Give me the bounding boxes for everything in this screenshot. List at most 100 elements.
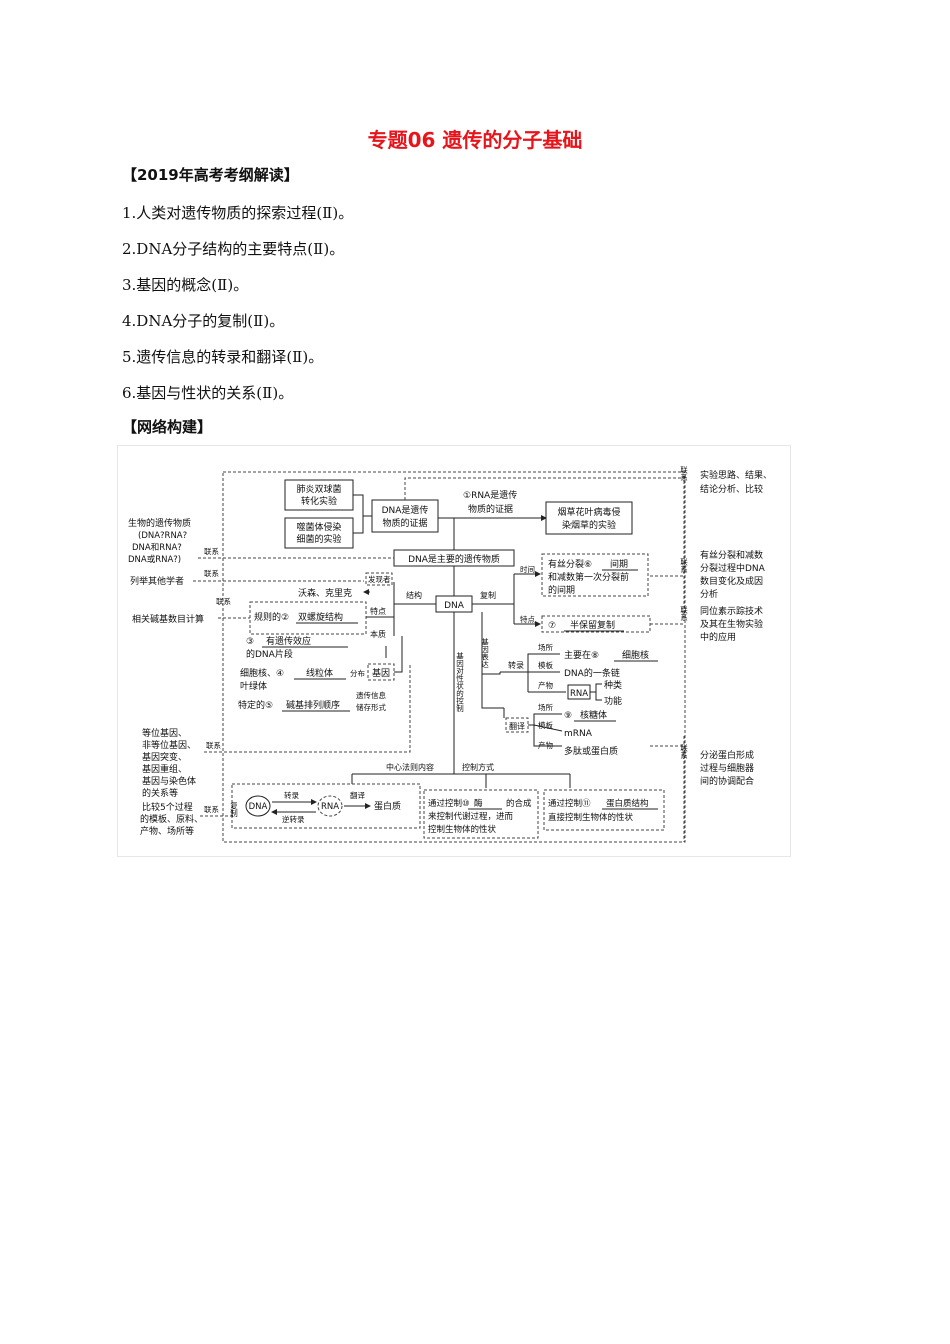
right-isotope-2: 及其在生物实验 xyxy=(700,618,763,630)
struct-text-2: 直接控制生物体的性状 xyxy=(548,812,634,823)
lianxi-label-2: 联系 xyxy=(204,568,219,578)
gene-def-answer: 有遗传效应 xyxy=(266,635,311,647)
translation-box xyxy=(505,717,529,733)
left-compare-3: 产物、场所等 xyxy=(140,825,194,837)
dogma-dna-text: DNA xyxy=(249,802,268,812)
transcribe-label: 转录 xyxy=(284,790,299,800)
ribo-num: ⑨ xyxy=(564,711,572,721)
template2-label: 模板 xyxy=(538,720,553,730)
gene-expr-label: 基因表达 xyxy=(480,637,489,670)
enzyme-text-1b: 的合成 xyxy=(506,798,532,809)
structure-box xyxy=(543,789,665,831)
left-material-2: (DNA?RNA? xyxy=(138,531,187,541)
time-text-1: 有丝分裂⑥ xyxy=(548,558,592,570)
rna-proof-text-2: 物质的证据 xyxy=(468,503,513,515)
feature2-label: 特点 xyxy=(520,614,535,624)
left-gene-6: 的关系等 xyxy=(142,787,178,799)
dna-proof-text-2: 物质的证据 xyxy=(382,517,427,529)
time-label: 时间 xyxy=(520,564,535,574)
right-secretory-1: 分泌蛋白形成 xyxy=(700,749,754,761)
rna-text: RNA xyxy=(570,689,588,699)
syllabus-item-2: 2.DNA分子结构的主要特点(Ⅱ)。 xyxy=(122,240,345,258)
gene-def-num: ③ xyxy=(246,637,254,647)
left-gene-3: 基因突变、 xyxy=(142,751,187,763)
lianxi-label-r1: 联系 xyxy=(679,466,688,482)
loc-text-1: 细胞核、④ xyxy=(240,667,284,679)
transcription-label: 转录 xyxy=(508,660,524,670)
time-text-2: 和减数第一次分裂前 xyxy=(548,571,629,583)
feature-label: 特点 xyxy=(370,606,386,616)
phage-text-2: 细菌的实验 xyxy=(296,533,341,545)
double-helix-text: 规则的② xyxy=(254,611,289,623)
tmv-box xyxy=(545,501,633,535)
right-mitosis-4: 分析 xyxy=(700,588,718,600)
right-isotope-3: 中的应用 xyxy=(700,631,736,643)
nucleus-text: 主要在⑧ xyxy=(564,649,599,661)
enzyme-text-3: 控制生物体的性状 xyxy=(428,824,497,835)
left-material-3: DNA和RNA? xyxy=(132,543,182,553)
syllabus-item-4: 4.DNA分子的复制(Ⅱ)。 xyxy=(122,312,285,330)
translate-label: 翻译 xyxy=(350,791,365,800)
right-secretory-3: 间的协调配合 xyxy=(700,775,754,787)
left-base-calc: 相关碱基数目计算 xyxy=(132,613,204,625)
pneumo-text-2: 转化实验 xyxy=(301,495,337,507)
gene-box xyxy=(367,663,395,681)
site2-label: 场所 xyxy=(538,702,553,712)
lianxi-label-4: 联系 xyxy=(206,740,221,750)
concept-map-diagram: 肺炎双球菌 转化实验 噬菌体侵染 细菌的实验 DNA是遗传 物质的证据 ①RNA… xyxy=(118,446,790,856)
dna-proof-text-1: DNA是遗传 xyxy=(382,504,429,516)
enzyme-box xyxy=(423,789,539,839)
double-helix-box xyxy=(249,601,367,635)
dogma-label: 中心法则内容 xyxy=(386,762,434,772)
loc-answer: 线粒体 xyxy=(306,667,333,679)
dogma-box xyxy=(231,783,421,829)
time-answer: 间期 xyxy=(610,558,628,570)
page-title: 专题06 遗传的分子基础 xyxy=(367,128,583,152)
left-gene-2: 非等位基因、 xyxy=(142,739,196,751)
ribo-answer: 核糖体 xyxy=(580,709,607,721)
func-text: 功能 xyxy=(604,695,622,707)
nucleus-answer: 细胞核 xyxy=(622,649,649,661)
left-material-1: 生物的遗传物质 xyxy=(128,517,191,529)
product-label: 产物 xyxy=(538,680,553,690)
replication-label: 复制 xyxy=(480,590,496,600)
left-gene-5: 基因与染色体 xyxy=(142,775,196,787)
left-scientists: 列举其他学者 xyxy=(130,575,184,587)
tmv-text-1: 烟草花叶病毒侵 xyxy=(557,506,620,518)
discoverer-text: 发现者 xyxy=(368,574,391,584)
dogma-rna-text: RNA xyxy=(321,802,339,812)
site-label: 场所 xyxy=(538,642,553,652)
product2-label: 产物 xyxy=(538,740,553,750)
struct-text-1: 通过控制⑪ xyxy=(548,798,591,809)
left-gene-4: 基因重组、 xyxy=(142,763,187,775)
dna-center-text: DNA xyxy=(444,601,465,611)
enzyme-text-1: 通过控制⑩ xyxy=(428,798,470,809)
dogma-protein-text: 蛋白质 xyxy=(374,800,401,812)
reverse-label: 逆转录 xyxy=(282,814,305,824)
phage-text-1: 噬菌体侵染 xyxy=(296,521,341,533)
right-secretory-2: 过程与细胞器 xyxy=(700,762,754,774)
replicate-label: 复制 xyxy=(229,801,238,819)
enzyme-text-2: 来控制代谢过程，进而 xyxy=(428,811,514,822)
discoverer-box xyxy=(365,572,393,586)
semi-num: ⑦ xyxy=(548,621,556,631)
syllabus-item-3: 3.基因的概念(Ⅱ)。 xyxy=(122,276,249,294)
structure-label: 结构 xyxy=(406,590,422,600)
template-label: 模板 xyxy=(538,660,553,670)
gene-text: 基因 xyxy=(372,667,390,679)
left-material-4: DNA或RNA?) xyxy=(128,554,181,565)
loc-text-2: 叶绿体 xyxy=(240,680,267,692)
mrna-text: mRNA xyxy=(564,729,593,739)
right-isotope-1: 同位素示踪技术 xyxy=(700,605,763,617)
syllabus-item-6: 6.基因与性状的关系(Ⅱ)。 xyxy=(122,384,294,402)
right-mitosis-3: 数目变化及成因 xyxy=(700,575,763,587)
lianxi-label-1: 联系 xyxy=(204,546,219,556)
network-heading: 【网络构建】 xyxy=(122,418,213,436)
left-compare-2: 的模板、原料、 xyxy=(140,813,203,825)
right-exp-2: 结论分析、比较 xyxy=(700,483,763,495)
distribution-label: 分布 xyxy=(350,668,365,678)
lianxi-label-r4: 联系 xyxy=(679,744,688,760)
right-mitosis-1: 有丝分裂和减数 xyxy=(700,549,763,561)
enzyme-answer: 酶 xyxy=(474,798,483,809)
syllabus-item-1: 1.人类对遗传物质的探索过程(Ⅱ)。 xyxy=(122,204,354,222)
